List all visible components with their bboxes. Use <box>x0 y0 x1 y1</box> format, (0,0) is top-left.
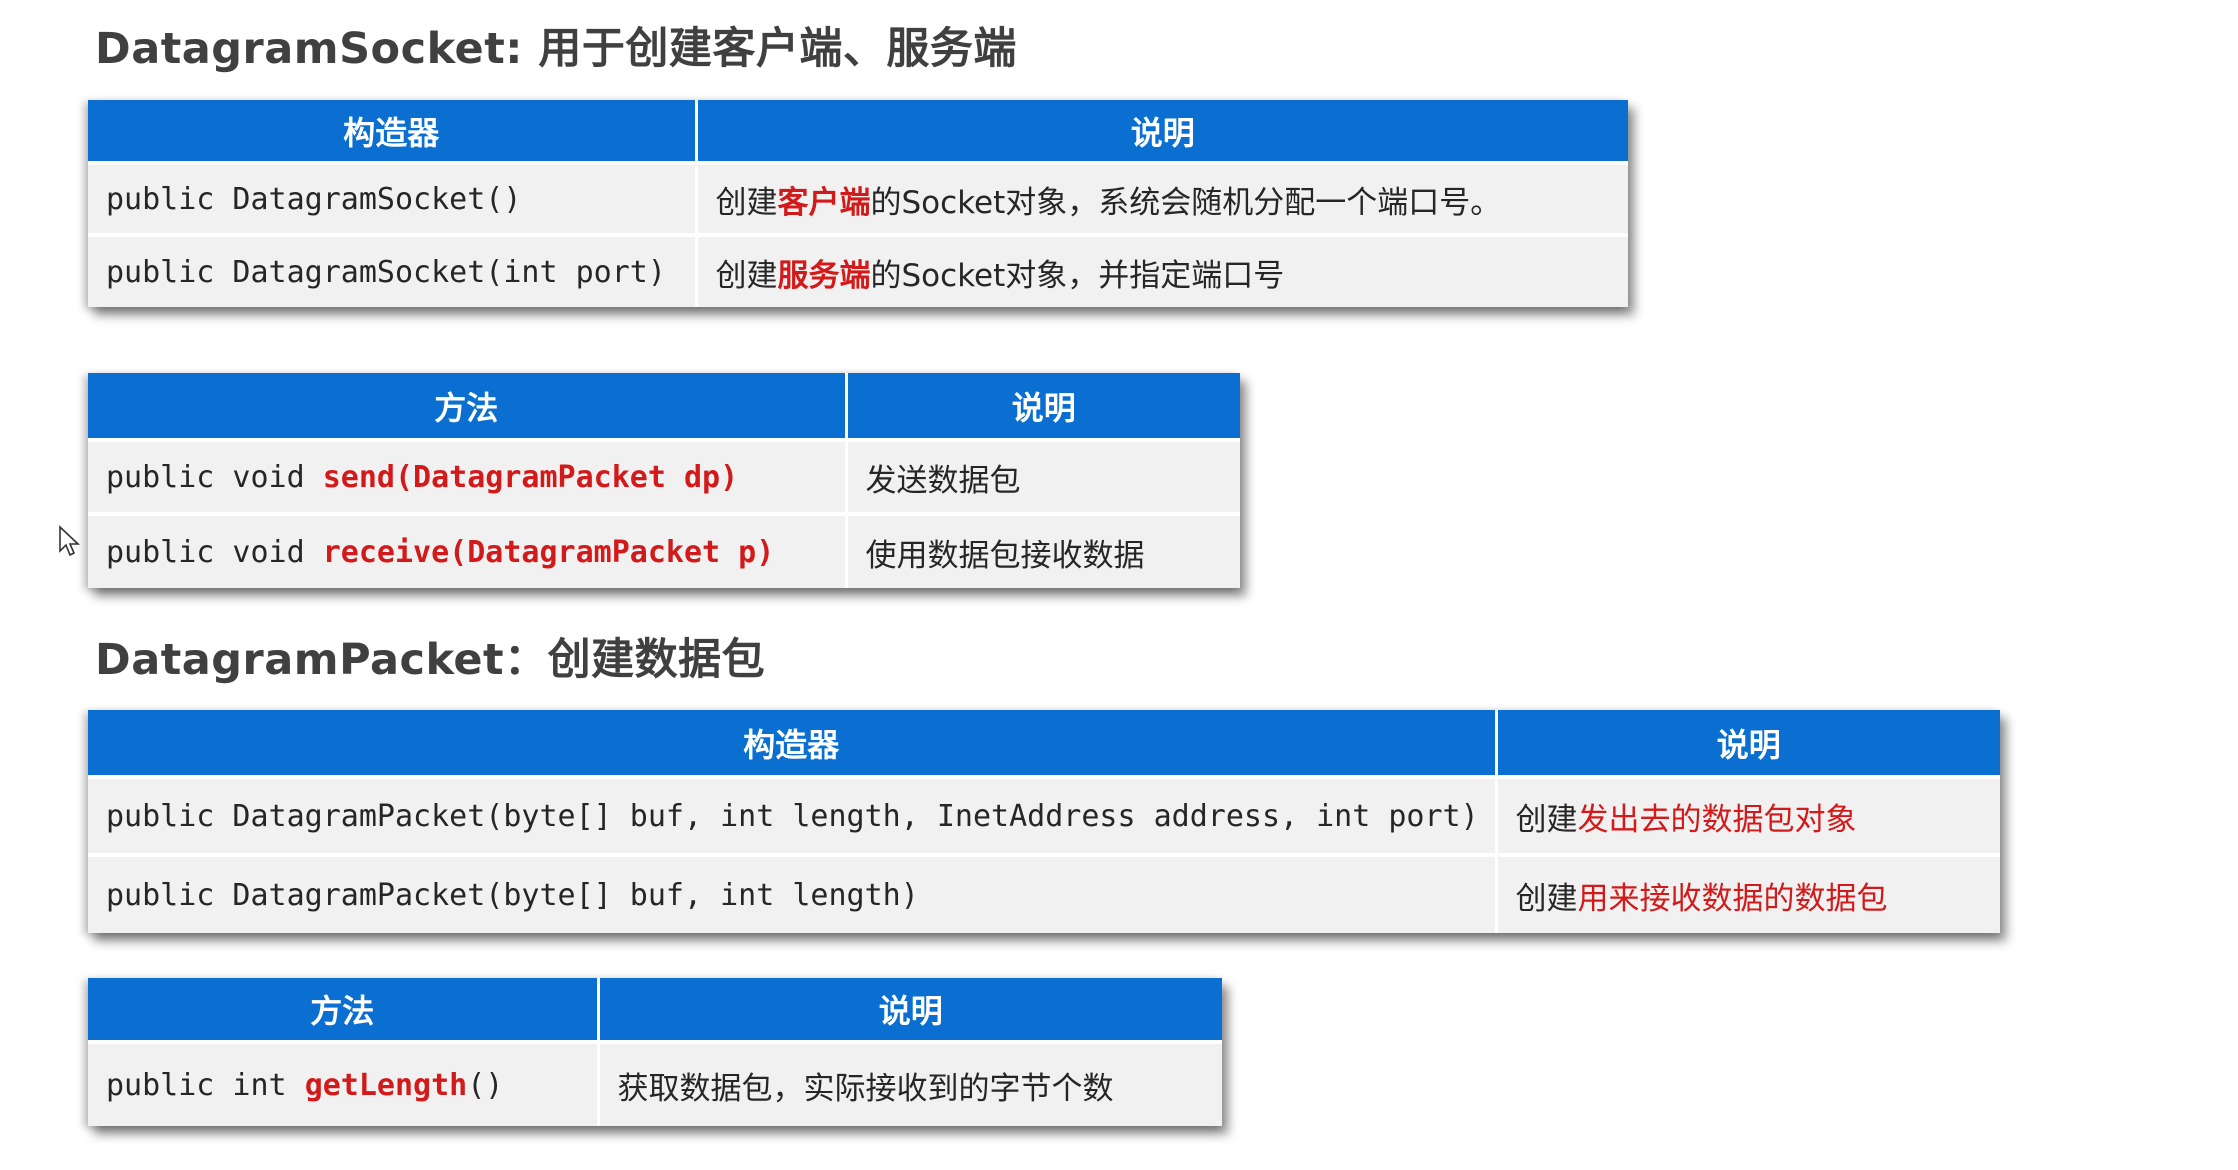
method-signature: public void send(DatagramPacket dp) <box>88 438 848 514</box>
socket-constructors-table: 构造器 说明 public DatagramSocket() 创建客户端的Soc… <box>88 100 1628 307</box>
mouse-cursor-icon <box>59 525 81 557</box>
method-description: 获取数据包，实际接收到的字节个数 <box>598 1040 1222 1126</box>
constructor-description: 创建客户端的Socket对象，系统会随机分配一个端口号。 <box>696 161 1628 235</box>
header-method: 方法 <box>88 373 848 442</box>
socket-section-title: DatagramSocket: 用于创建客户端、服务端 <box>95 24 1017 74</box>
table-row: public DatagramPacket(byte[] buf, int le… <box>88 775 2000 855</box>
socket-methods-table: 方法 说明 public void send(DatagramPacket dp… <box>88 373 1240 588</box>
constructor-signature: public DatagramSocket() <box>88 161 698 235</box>
table-row: public int getLength() 获取数据包，实际接收到的字节个数 <box>88 1040 1222 1126</box>
table-row: public void send(DatagramPacket dp) 发送数据… <box>88 438 1240 514</box>
method-description: 发送数据包 <box>846 438 1240 514</box>
header-description: 说明 <box>696 100 1628 165</box>
packet-methods-table: 方法 说明 public int getLength() 获取数据包，实际接收到… <box>88 978 1222 1126</box>
constructor-signature: public DatagramPacket(byte[] buf, int le… <box>88 853 1498 933</box>
table-row: public void receive(DatagramPacket p) 使用… <box>88 512 1240 588</box>
header-description: 说明 <box>1496 710 2000 779</box>
constructor-description: 创建用来接收数据的数据包 <box>1496 853 2000 933</box>
constructor-signature: public DatagramSocket(int port) <box>88 233 698 307</box>
packet-constructors-table: 构造器 说明 public DatagramPacket(byte[] buf,… <box>88 710 2000 933</box>
constructor-description: 创建发出去的数据包对象 <box>1496 775 2000 855</box>
constructor-description: 创建服务端的Socket对象，并指定端口号 <box>696 233 1628 307</box>
packet-section-title: DatagramPacket：创建数据包 <box>95 635 766 685</box>
method-signature: public int getLength() <box>88 1040 600 1126</box>
method-description: 使用数据包接收数据 <box>846 512 1240 588</box>
header-description: 说明 <box>598 978 1222 1044</box>
header-method: 方法 <box>88 978 600 1044</box>
table-row: public DatagramPacket(byte[] buf, int le… <box>88 853 2000 933</box>
table-row: public DatagramSocket() 创建客户端的Socket对象，系… <box>88 161 1628 235</box>
header-description: 说明 <box>846 373 1240 442</box>
table-row: public DatagramSocket(int port) 创建服务端的So… <box>88 233 1628 307</box>
method-signature: public void receive(DatagramPacket p) <box>88 512 848 588</box>
header-constructor: 构造器 <box>88 100 698 165</box>
header-constructor: 构造器 <box>88 710 1498 779</box>
constructor-signature: public DatagramPacket(byte[] buf, int le… <box>88 775 1498 855</box>
